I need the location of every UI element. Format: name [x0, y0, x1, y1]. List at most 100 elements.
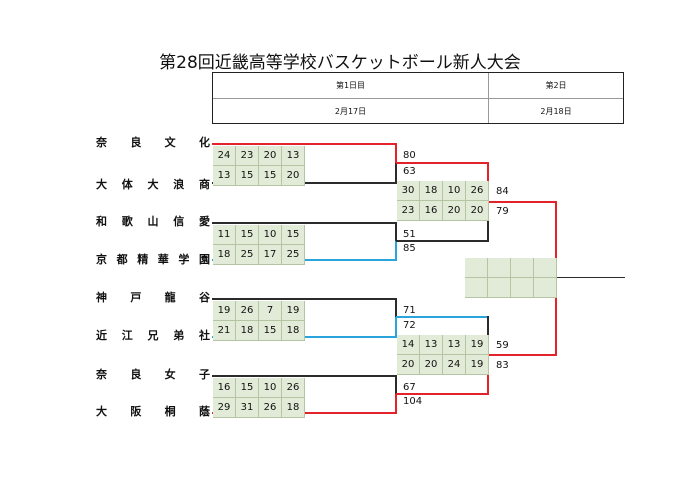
team-name-char: 良	[130, 136, 142, 149]
quarter-score: 20	[443, 201, 466, 221]
quarter-score: 15	[236, 378, 259, 398]
bracket-line	[396, 316, 489, 318]
team-name: 奈良文化	[96, 136, 210, 150]
team-name-char: 谷	[198, 291, 210, 304]
quarter-score: 18	[282, 398, 305, 418]
bracket-line	[395, 222, 397, 241]
total-score: 51	[403, 229, 416, 240]
quarter-score: 19	[282, 301, 305, 321]
total-score: 83	[496, 360, 509, 371]
quarter-score: 13	[282, 146, 305, 166]
team-name-char: 子	[198, 368, 210, 381]
team-name-char: 化	[198, 136, 210, 149]
team-name-char: 大	[96, 405, 107, 418]
team-name-char: 園	[198, 253, 210, 266]
quarter-score: 25	[236, 245, 259, 265]
schedule-table: 第1日目 第2日 2月17日 2月18日	[212, 72, 624, 124]
bracket-line	[487, 355, 489, 395]
team-name-char: 兄	[147, 329, 159, 342]
team-name-char: 阪	[130, 405, 142, 418]
team-name-char: 山	[147, 215, 159, 228]
team-name-char: 戸	[130, 291, 142, 304]
quarter-score: 20	[466, 201, 489, 221]
team-name-char: 信	[173, 215, 185, 228]
team-name-char: 奈	[96, 368, 107, 381]
quarter-score: 10	[259, 378, 282, 398]
team-name: 奈良女子	[96, 368, 210, 382]
team-name: 大阪桐蔭	[96, 405, 210, 419]
team-name-char: 体	[121, 178, 133, 191]
quarter-score: 18	[236, 321, 259, 341]
quarter-score: 15	[259, 321, 282, 341]
quarter-score: 18	[213, 245, 236, 265]
quarter-score: 20	[397, 355, 420, 375]
team-name: 京都精華学園	[96, 253, 210, 267]
quarter-score: 15	[282, 225, 305, 245]
total-score: 80	[403, 150, 416, 161]
quarter-score: 24	[443, 355, 466, 375]
bracket-line	[212, 375, 397, 377]
final-score-box	[465, 258, 557, 298]
quarter-score: 16	[213, 378, 236, 398]
bracket-line	[487, 201, 489, 242]
quarter-score: 14	[397, 335, 420, 355]
team-name-char: 江	[121, 329, 133, 342]
quarter-score: 24	[213, 146, 236, 166]
team-name-char: 浪	[173, 178, 185, 191]
day1-label: 第1日目	[335, 81, 366, 90]
quarter-score: 13	[443, 335, 466, 355]
team-name-char: 華	[157, 253, 169, 266]
quarter-score: 11	[213, 225, 236, 245]
bracket-line	[395, 143, 397, 163]
bracket-line	[396, 240, 489, 242]
bracket-line	[212, 143, 397, 145]
quarter-score: 19	[213, 301, 236, 321]
team-name-char: 奈	[96, 136, 107, 149]
quarter-score: 10	[259, 225, 282, 245]
total-score: 67	[403, 382, 416, 393]
team-name-char: 歌	[121, 215, 133, 228]
quarter-score: 25	[282, 245, 305, 265]
team-name: 和歌山信愛	[96, 215, 210, 229]
total-score: 104	[403, 396, 423, 407]
quarter-score: 23	[236, 146, 259, 166]
bracket-line	[395, 394, 397, 414]
team-name-char: 神	[96, 291, 107, 304]
bracket-line	[489, 354, 557, 356]
total-score: 72	[403, 320, 416, 331]
team-name-char: 商	[199, 178, 210, 191]
quarter-score: 20	[420, 355, 443, 375]
team-name-char: 精	[137, 253, 149, 266]
quarter-score: 13	[420, 335, 443, 355]
quarter-score: 17	[259, 245, 282, 265]
bracket-line	[557, 277, 625, 278]
quarter-score: 19	[466, 355, 489, 375]
team-name-char: 大	[96, 178, 107, 191]
team-name-char: 女	[164, 368, 176, 381]
team-name-char: 桐	[164, 405, 176, 418]
quarter-score: 15	[236, 225, 259, 245]
team-name: 近江兄弟社	[96, 329, 210, 343]
quarter-score: 26	[466, 181, 489, 201]
team-name-char: 大	[147, 178, 159, 191]
quarter-score: 13	[213, 166, 236, 186]
quarter-score: 30	[397, 181, 420, 201]
quarter-score: 15	[259, 166, 282, 186]
team-name-char: 愛	[199, 215, 210, 228]
bracket-line	[395, 298, 397, 317]
team-name-char: 社	[199, 329, 210, 342]
quarter-score: 21	[213, 321, 236, 341]
quarter-score: 18	[282, 321, 305, 341]
team-name-char: 龍	[164, 291, 176, 304]
team-name-char: 文	[164, 136, 176, 149]
team-name-char: 学	[178, 253, 190, 266]
team-name-char: 和	[96, 215, 107, 228]
total-score: 71	[403, 305, 416, 316]
team-name-char: 京	[96, 253, 107, 266]
quarter-score: 7	[259, 301, 282, 321]
